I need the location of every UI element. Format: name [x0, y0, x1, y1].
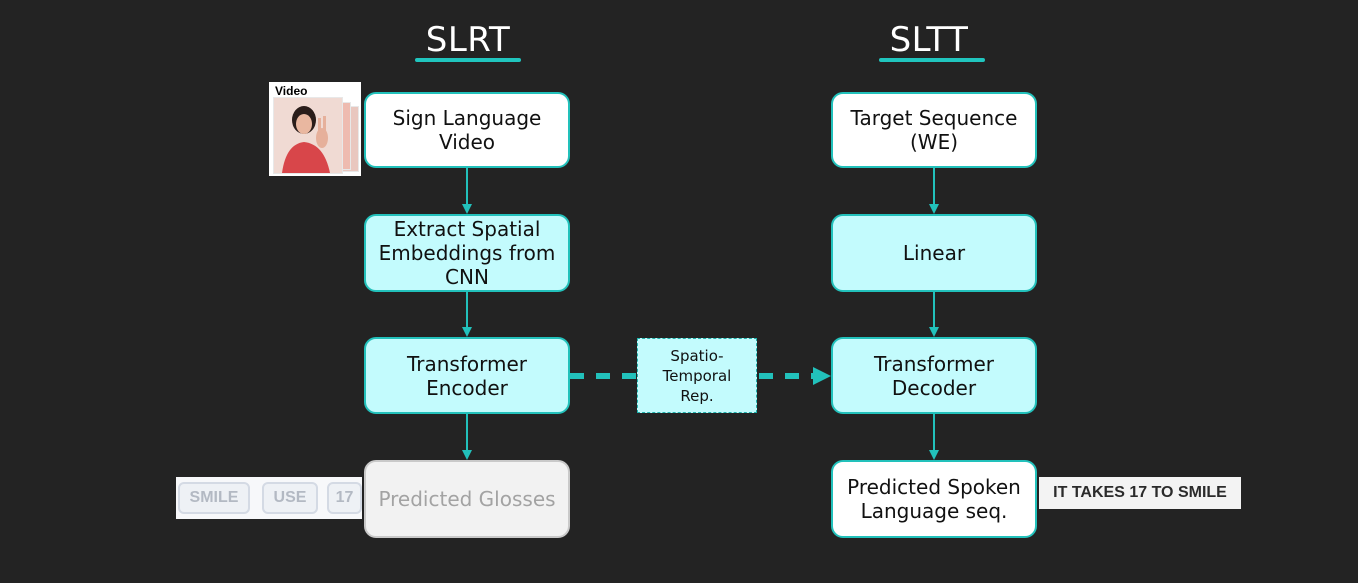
- gloss-token: 17: [327, 482, 362, 514]
- predicted-glosses-box: Predicted Glosses: [364, 460, 570, 538]
- slrt-underline: [415, 58, 521, 62]
- spatio-temporal-rep-box: Spatio-Temporal Rep.: [637, 338, 757, 413]
- gloss-token: SMILE: [178, 482, 250, 514]
- slrt-title: SLRT: [425, 20, 511, 60]
- gloss-token-strip: SMILE USE 17: [176, 477, 362, 519]
- linear-box: Linear: [831, 214, 1037, 292]
- transformer-encoder-box: Transformer Encoder: [364, 337, 570, 414]
- target-sequence-box: Target Sequence (WE): [831, 92, 1037, 168]
- transformer-decoder-box: Transformer Decoder: [831, 337, 1037, 414]
- signer-figure-icon: [274, 98, 342, 173]
- sltt-title: SLTT: [889, 20, 969, 60]
- video-thumbnail-label: Video: [275, 84, 308, 98]
- output-sentence-label: IT TAKES 17 TO SMILE: [1039, 477, 1241, 509]
- sltt-underline: [879, 58, 985, 62]
- extract-spatial-embeddings-box: Extract Spatial Embeddings from CNN: [364, 214, 570, 292]
- sign-language-video-box: Sign Language Video: [364, 92, 570, 168]
- video-thumbnail: Video: [269, 82, 361, 176]
- predicted-spoken-language-box: Predicted Spoken Language seq.: [831, 460, 1037, 538]
- gloss-token: USE: [262, 482, 318, 514]
- video-frame-front: [273, 97, 343, 174]
